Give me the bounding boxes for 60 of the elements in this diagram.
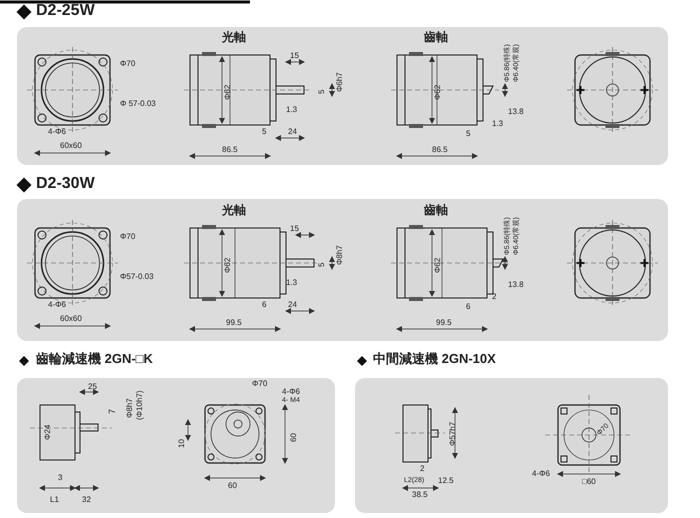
section-heading: 中間減速機 2GN-10X bbox=[373, 352, 496, 365]
dimension-text: 86.5 bbox=[432, 146, 448, 154]
section-heading: D2-25W bbox=[36, 3, 95, 19]
dimension-text: 24 bbox=[288, 301, 297, 309]
dimension-text: 86.5 bbox=[222, 146, 238, 154]
section-heading: D2-30W bbox=[36, 176, 95, 192]
dimension-text: 99.5 bbox=[226, 319, 242, 327]
dimension-text: 7 bbox=[108, 408, 117, 414]
dimension-text: 60x60 bbox=[60, 142, 82, 150]
dimension-text: 5 bbox=[318, 90, 326, 94]
dimension-text: 4-Φ6 bbox=[48, 301, 66, 309]
dimension-text: 15 bbox=[290, 225, 299, 233]
dimension-text: 10 bbox=[178, 439, 186, 448]
dimension-text: Φ70 bbox=[120, 233, 136, 241]
dimension-text: Φ8h7 bbox=[126, 398, 134, 418]
dimension-text: L1 bbox=[50, 496, 59, 504]
section-heading: 齒輪減速機 2GN-□K bbox=[36, 352, 153, 365]
dimension-text: Φ62 bbox=[224, 258, 232, 273]
dimension-text: 1.3 bbox=[286, 279, 298, 287]
dimension-text: 60x60 bbox=[60, 315, 82, 323]
dimension-text: 4-Φ6 bbox=[532, 470, 550, 478]
dimension-text: Φ6h7 bbox=[336, 72, 344, 92]
dimension-text: Φ24 bbox=[44, 424, 52, 440]
dimension-text: 4-Φ6 bbox=[48, 128, 66, 136]
dimension-text: Φ 57-0.03 bbox=[120, 100, 156, 108]
dimension-text: 6 bbox=[262, 301, 266, 309]
dimension-text: 25 bbox=[88, 383, 97, 391]
dimension-text: 13.8 bbox=[508, 281, 524, 289]
view-title: 齒軸 bbox=[424, 204, 448, 216]
view-title: 齒軸 bbox=[424, 31, 448, 43]
dimension-text: (Φ10h7) bbox=[136, 390, 144, 420]
dimension-text: Φ70 bbox=[252, 380, 268, 388]
dimension-text: □60 bbox=[582, 478, 596, 486]
dimension-text: Φ57-0.03 bbox=[120, 273, 154, 281]
dimension-text: 24 bbox=[288, 128, 297, 136]
dimension-text: Φ57h7 bbox=[449, 422, 457, 446]
dimension-text: 60 bbox=[290, 433, 298, 442]
dimension-text: 5 bbox=[318, 262, 326, 267]
dimension-text: 99.5 bbox=[436, 319, 452, 327]
dimension-text: 1.3 bbox=[286, 106, 298, 114]
dimension-text: Φ8h7 bbox=[336, 245, 344, 265]
dimension-text: 1.3 bbox=[492, 120, 504, 128]
dimension-text: 4-Φ6 bbox=[282, 388, 300, 396]
dimension-text: 15 bbox=[290, 52, 299, 60]
dimension-text: 12.5 bbox=[438, 477, 454, 485]
view-title: 光軸 bbox=[222, 31, 246, 43]
dimension-text: Φ62 bbox=[434, 84, 442, 100]
dimension-text: 2 bbox=[420, 465, 424, 473]
dimension-text: Φ62 bbox=[434, 258, 442, 273]
dimension-text: 6 bbox=[466, 303, 470, 311]
dimension-text: 13.8 bbox=[508, 108, 524, 116]
view-title: 光軸 bbox=[222, 204, 246, 216]
dimension-text: 38.5 bbox=[412, 491, 428, 499]
dimension-text: 5 bbox=[466, 130, 470, 138]
dimension-text: 3 bbox=[58, 474, 62, 482]
dimension-text: 32 bbox=[82, 496, 91, 504]
dimension-text: Φ70 bbox=[120, 60, 136, 68]
dimension-text: Φ62 bbox=[224, 84, 232, 100]
dimension-text: 60 bbox=[228, 482, 237, 490]
dimension-text: 5 bbox=[262, 128, 266, 136]
